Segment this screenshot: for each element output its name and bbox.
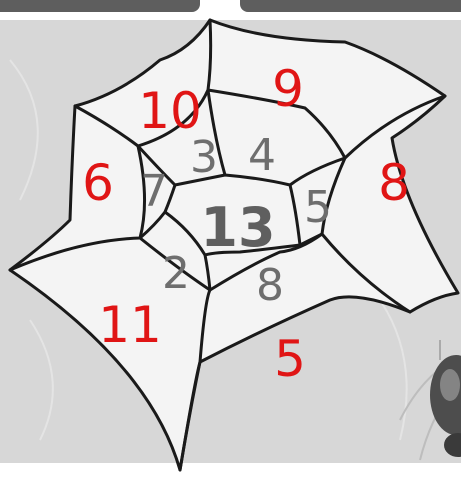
inner-number-5: 5 [304,182,332,233]
inner-number-8: 8 [256,260,284,311]
outer-number-9: 9 [272,60,304,118]
target-number: 13 [200,196,275,259]
outer-number-5: 5 [274,330,306,388]
inner-number-4: 4 [248,130,276,181]
outer-number-6: 6 [82,154,114,212]
inner-number-7: 7 [140,166,168,217]
outer-number-11: 11 [98,296,162,354]
outer-number-10: 10 [138,82,202,140]
inner-number-2: 2 [162,248,190,299]
spider-icon [400,340,461,460]
outer-number-8: 8 [378,154,410,212]
